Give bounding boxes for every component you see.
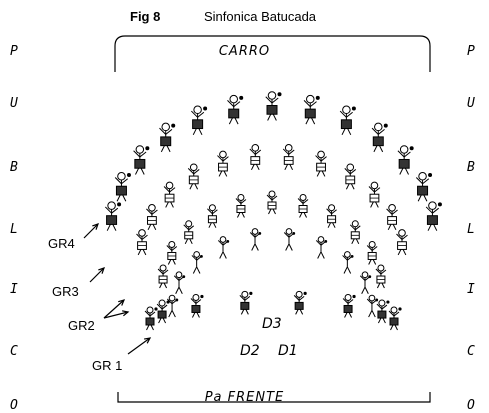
side-left-letter: P — [10, 44, 18, 59]
musician-figure — [283, 228, 296, 251]
musician-figure — [227, 94, 244, 125]
d1-label: D1 — [278, 343, 298, 359]
musician-figure — [217, 150, 229, 177]
side-left-letter: B — [10, 160, 18, 175]
musician-figure — [136, 229, 148, 256]
musician-figure — [415, 171, 433, 202]
musician-figure — [349, 220, 361, 245]
musician-figure — [146, 203, 158, 231]
musician-figure — [344, 163, 357, 190]
musician-figure — [376, 299, 390, 324]
musician-figure — [157, 264, 169, 289]
musician-figure — [339, 105, 356, 136]
musician-figure — [239, 290, 253, 315]
musician-figure — [217, 236, 230, 259]
musician-figure — [191, 251, 203, 274]
musician-figure — [166, 294, 179, 318]
carro-label: CARRO — [218, 44, 271, 59]
arrows-layer — [83, 223, 152, 355]
musician-figure — [114, 171, 131, 202]
side-left-letter: L — [10, 222, 18, 237]
figure-number: Fig 8 — [130, 9, 161, 24]
d3-label: D3 — [262, 316, 282, 332]
musician-figure — [207, 204, 218, 228]
musician-figure — [388, 306, 402, 331]
musician-figure — [359, 271, 372, 295]
musician-figure — [266, 190, 278, 215]
side-right-letter: B — [467, 160, 475, 175]
musician-figure — [249, 228, 262, 251]
musician-figure — [368, 181, 381, 208]
musician-figure — [265, 91, 282, 121]
musician-figure — [375, 264, 387, 289]
musician-figure — [187, 163, 200, 190]
side-right-letter: P — [467, 44, 475, 59]
musician-figure — [315, 150, 327, 177]
side-right-letter: U — [467, 96, 475, 111]
musician-figure — [104, 201, 122, 231]
musician-figure — [366, 240, 378, 265]
musicians-layer — [104, 91, 442, 331]
frente-bracket — [117, 392, 431, 403]
musician-figure — [144, 306, 158, 331]
musician-figure — [366, 294, 379, 318]
musician-figure — [156, 299, 170, 324]
side-right-letter: O — [467, 398, 475, 413]
musician-figure — [342, 293, 356, 318]
musician-figure — [326, 204, 337, 228]
side-left-letter: I — [10, 282, 18, 297]
d2-label: D2 — [240, 343, 260, 359]
side-right-letter: C — [467, 344, 475, 359]
musician-figure — [173, 271, 186, 295]
figure-title: Sinfonica Batucada — [204, 9, 317, 24]
group-label-gr1: GR 1 — [92, 358, 123, 373]
musician-figure — [183, 220, 195, 245]
side-right-letter: L — [467, 222, 475, 237]
musician-figure — [293, 290, 307, 315]
side-left-letter: C — [10, 344, 18, 359]
side-right-letter: I — [467, 282, 475, 297]
group-label-gr3: GR3 — [52, 284, 79, 299]
musician-figure — [303, 94, 320, 125]
musician-figure — [133, 145, 150, 175]
musician-figure — [191, 105, 208, 136]
musician-figure — [342, 251, 354, 274]
side-left-letter: O — [10, 398, 18, 413]
group-label-gr2: GR2 — [68, 318, 95, 333]
musician-figure — [235, 193, 247, 218]
side-left-letter: U — [10, 96, 18, 111]
musician-figure — [371, 122, 388, 153]
musician-figure — [297, 193, 309, 218]
musician-figure — [163, 181, 176, 208]
frente-label: Pa FRENTE — [204, 390, 285, 405]
pointer-arrow — [83, 223, 99, 239]
musician-figure — [315, 236, 328, 259]
musician-figure — [166, 240, 178, 265]
pointer-arrow — [89, 267, 105, 283]
musician-figure — [386, 203, 398, 231]
pointer-arrow — [103, 310, 130, 319]
musician-figure — [397, 145, 414, 175]
musician-figure — [425, 201, 442, 231]
musician-figure — [396, 229, 408, 256]
musician-figure — [159, 122, 176, 153]
pointer-arrow — [103, 299, 126, 319]
group-label-gr4: GR4 — [48, 236, 75, 251]
musician-figure — [249, 144, 262, 171]
carro-bracket — [114, 35, 431, 72]
pointer-arrow — [127, 337, 152, 355]
musician-figure — [190, 293, 204, 318]
musician-figure — [282, 144, 295, 171]
